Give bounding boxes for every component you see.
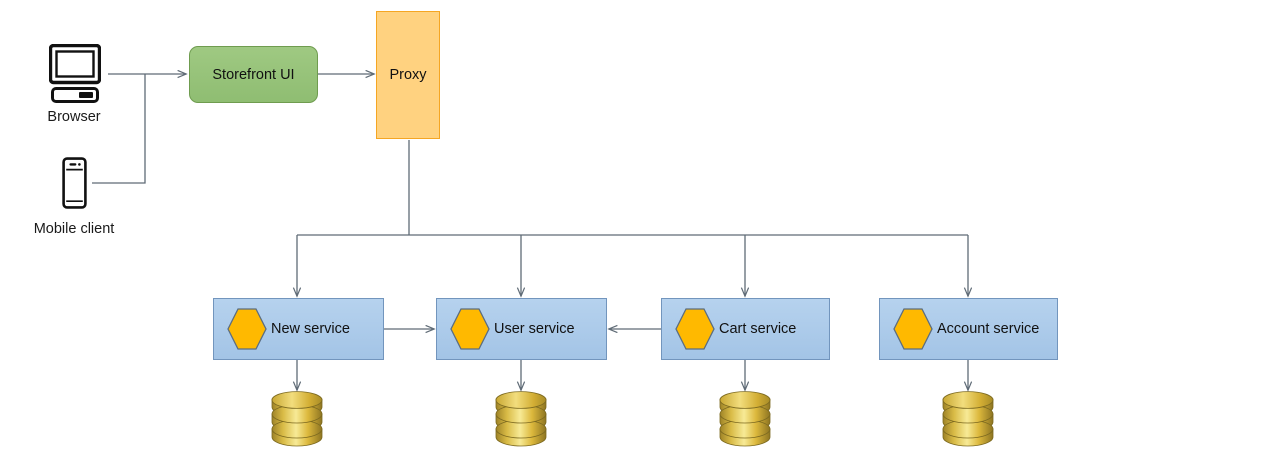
hexagon-icon	[675, 308, 715, 350]
service-new-service[interactable]: New service	[213, 298, 384, 360]
hexagon-icon	[227, 308, 267, 350]
service-user-service[interactable]: User service	[436, 298, 607, 360]
service-label: Cart service	[719, 320, 797, 337]
service-account-service[interactable]: Account service	[879, 298, 1058, 360]
service-label: New service	[271, 320, 350, 337]
mobile-client-label: Mobile client	[33, 221, 115, 237]
storefront-ui-node[interactable]: Storefront UI	[189, 46, 318, 103]
desktop-computer-icon	[48, 43, 102, 104]
service-label: User service	[494, 320, 575, 337]
database-cylinder-icon	[719, 391, 771, 447]
service-label: Account service	[937, 320, 1040, 337]
proxy-node[interactable]: Proxy	[376, 11, 440, 139]
browser-label: Browser	[47, 109, 101, 125]
service-cart-service[interactable]: Cart service	[661, 298, 830, 360]
hexagon-icon	[450, 308, 490, 350]
database-cylinder-icon	[271, 391, 323, 447]
database-cylinder-icon	[942, 391, 994, 447]
hexagon-icon	[893, 308, 933, 350]
storefront-ui-label: Storefront UI	[212, 66, 295, 83]
mobile-phone-icon	[62, 157, 87, 209]
proxy-label: Proxy	[389, 67, 427, 83]
database-cylinder-icon	[495, 391, 547, 447]
